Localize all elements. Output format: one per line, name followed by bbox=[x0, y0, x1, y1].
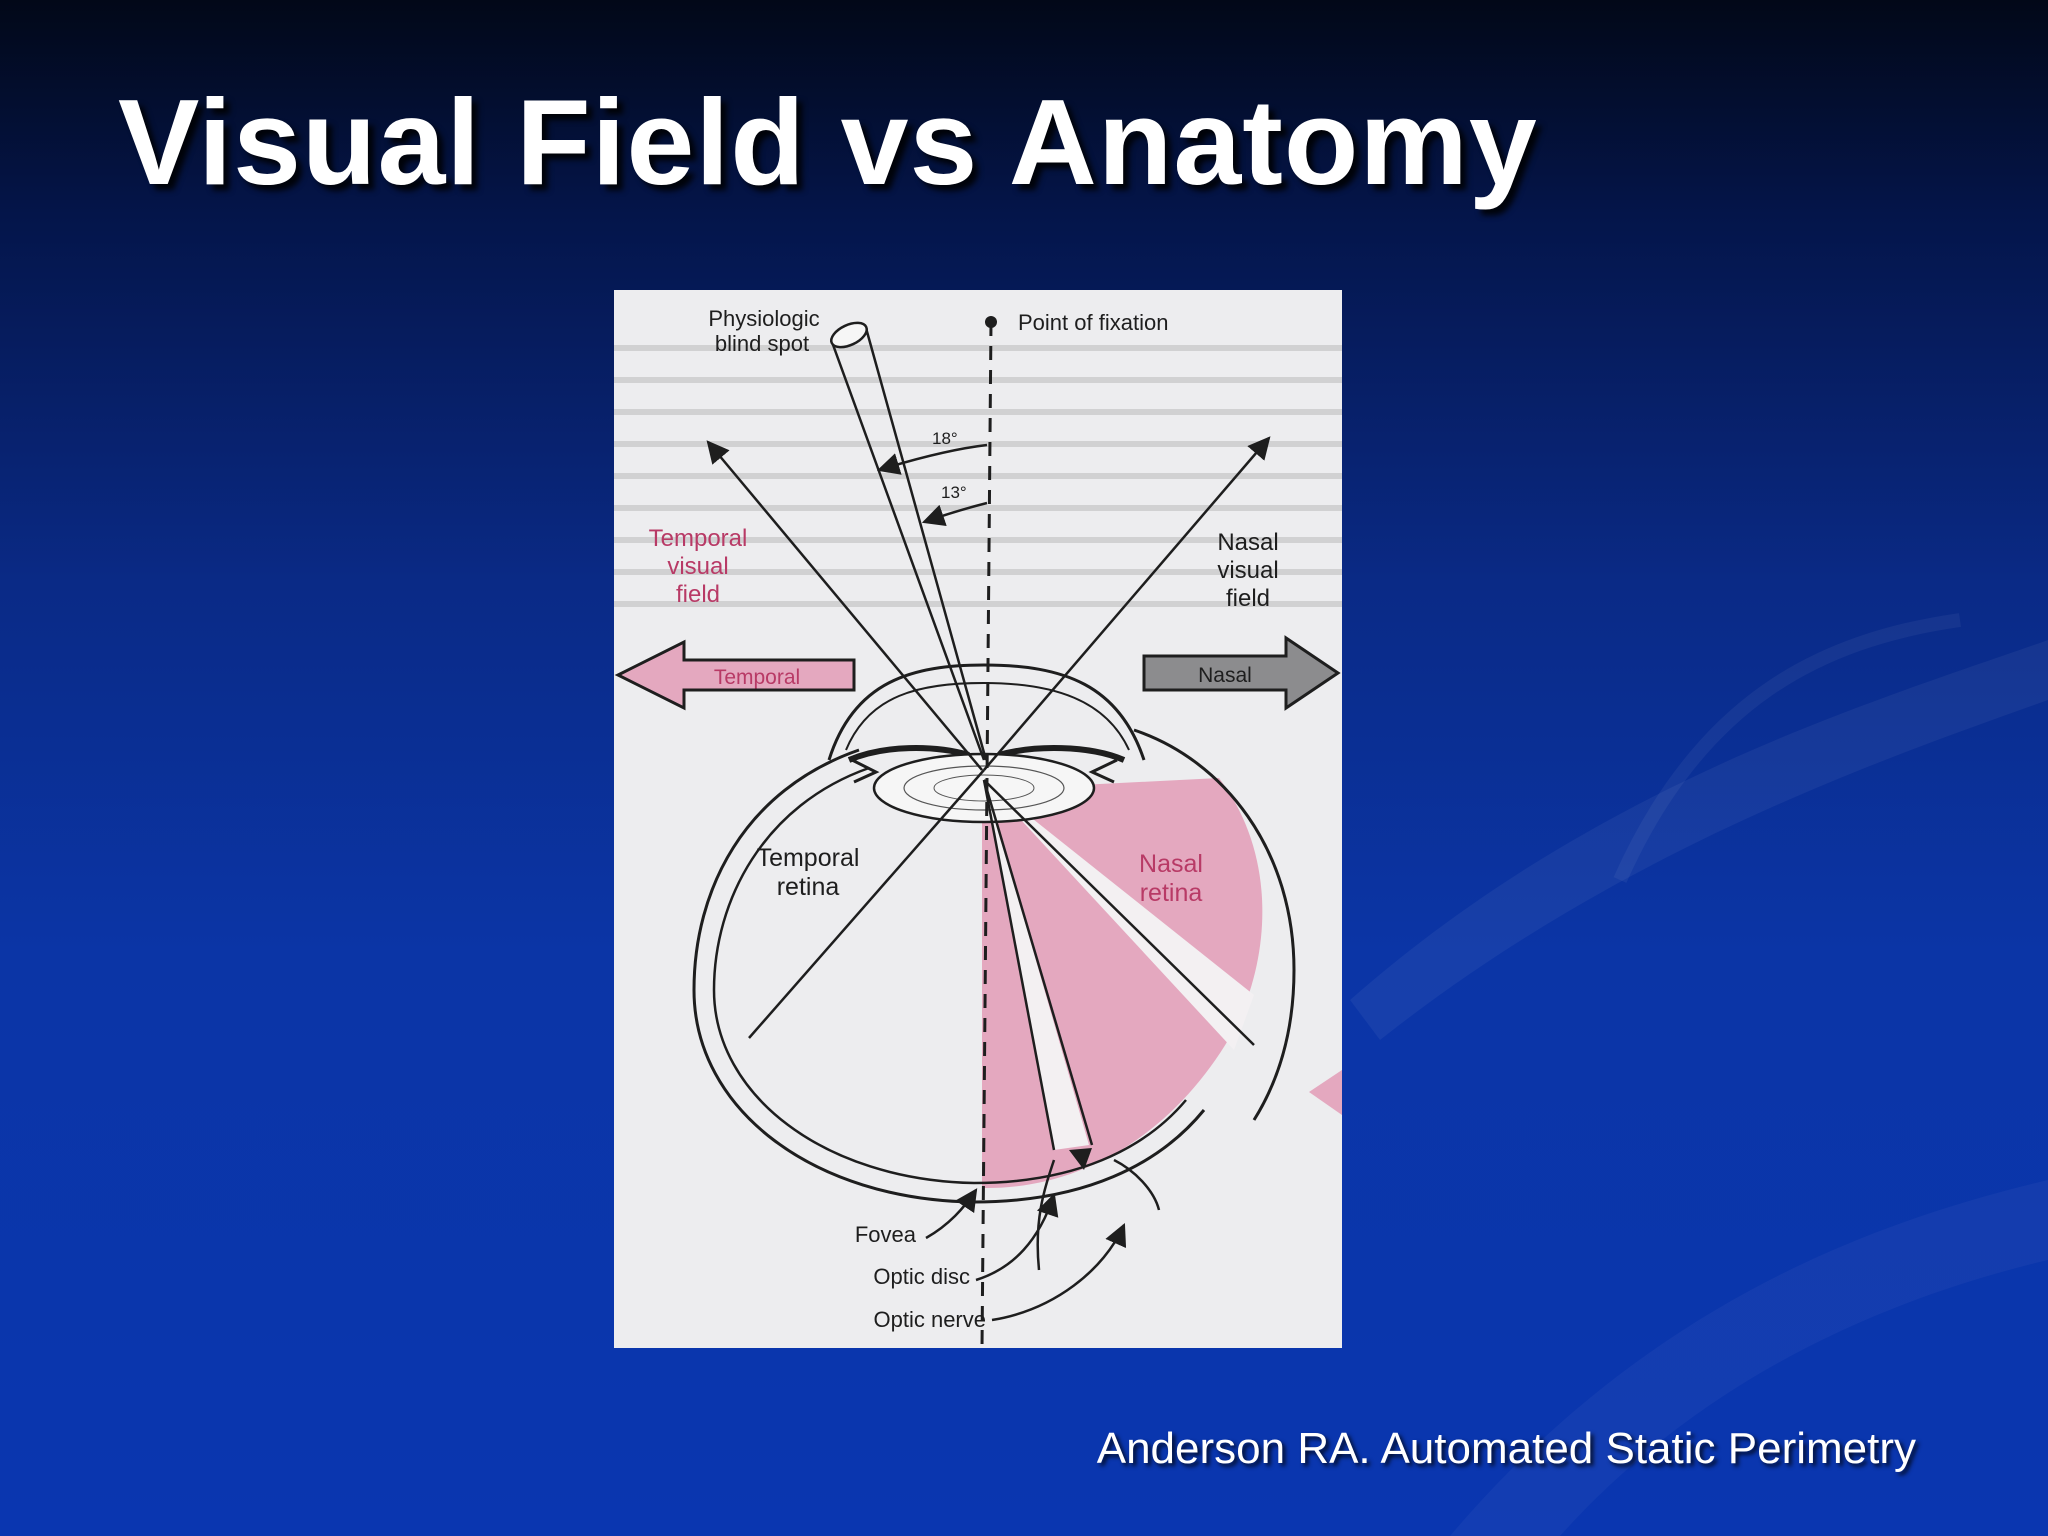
label-fixation: Point of fixation bbox=[1018, 310, 1168, 335]
nasal-field-ray bbox=[983, 436, 1271, 771]
temporal-direction-arrow bbox=[614, 639, 856, 711]
eye-anatomy-figure: Physiologic blind spot Point of fixation… bbox=[614, 290, 1342, 1348]
optic-disc-mark bbox=[1069, 1148, 1092, 1170]
label-fovea: Fovea bbox=[855, 1222, 917, 1247]
label-angle-18: 18° bbox=[932, 429, 958, 448]
label-nasal-field-1: Nasal bbox=[1217, 529, 1278, 556]
nasal-direction-arrow bbox=[1142, 635, 1341, 711]
cornea bbox=[827, 663, 1146, 761]
label-nasal-arrow: Nasal bbox=[1198, 664, 1252, 687]
lens-ring bbox=[903, 765, 1065, 811]
label-temporal-arrow: Temporal bbox=[714, 666, 800, 689]
label-optic-nerve: Optic nerve bbox=[874, 1307, 987, 1332]
label-blind-spot-2: blind spot bbox=[715, 331, 809, 356]
lens bbox=[872, 752, 1096, 824]
blind-spot-cone bbox=[830, 327, 988, 761]
temporal-retina-ray bbox=[748, 769, 985, 1039]
optic-nerve-pointer bbox=[991, 1222, 1127, 1322]
nasal-retina-ray-b bbox=[982, 779, 1056, 1151]
eyeball-inner bbox=[712, 766, 1187, 1185]
lens-ring-inner bbox=[933, 774, 1035, 802]
fixation-point bbox=[985, 316, 997, 328]
ciliary-left bbox=[851, 758, 880, 784]
label-nasal-field-3: field bbox=[1226, 585, 1270, 612]
label-blind-spot-1: Physiologic bbox=[708, 306, 819, 331]
label-temporal-field-3: field bbox=[676, 581, 720, 608]
label-temporal-field-2: visual bbox=[667, 553, 728, 580]
eyeball-right bbox=[1133, 728, 1296, 1121]
angle-13-arc bbox=[921, 501, 988, 527]
citation: Anderson RA. Automated Static Perimetry bbox=[1096, 1424, 1916, 1473]
eyeball-outer bbox=[692, 748, 1206, 1204]
fixation-axis bbox=[980, 321, 993, 1348]
optic-disc-pointer bbox=[975, 1192, 1059, 1282]
ciliary-right bbox=[1088, 758, 1118, 784]
iris-left bbox=[847, 745, 970, 763]
iris-right bbox=[998, 745, 1126, 763]
fovea-pointer bbox=[925, 1188, 978, 1240]
label-angle-13: 13° bbox=[941, 483, 967, 502]
label-temporal-retina-1: Temporal bbox=[757, 844, 860, 872]
angle-18-arc bbox=[876, 443, 988, 475]
partial-pink-arrow bbox=[1309, 1070, 1342, 1115]
label-optic-disc: Optic disc bbox=[873, 1264, 970, 1289]
nasal-retina-ray-a bbox=[983, 779, 1255, 1046]
background-text-lines bbox=[614, 345, 1342, 607]
blind-spot-ellipse bbox=[830, 321, 868, 349]
nasal-retina-ray-c bbox=[982, 779, 1094, 1146]
label-temporal-retina-2: retina bbox=[777, 873, 840, 901]
cornea-inner bbox=[845, 681, 1130, 751]
label-nasal-field-2: visual bbox=[1217, 557, 1278, 584]
label-nasal-retina-2: retina bbox=[1140, 879, 1203, 907]
slide-title: Visual Field vs Anatomy bbox=[118, 74, 1538, 210]
label-temporal-field-1: Temporal bbox=[649, 525, 748, 552]
label-nasal-retina-1: Nasal bbox=[1139, 850, 1203, 878]
temporal-field-ray bbox=[706, 440, 983, 771]
